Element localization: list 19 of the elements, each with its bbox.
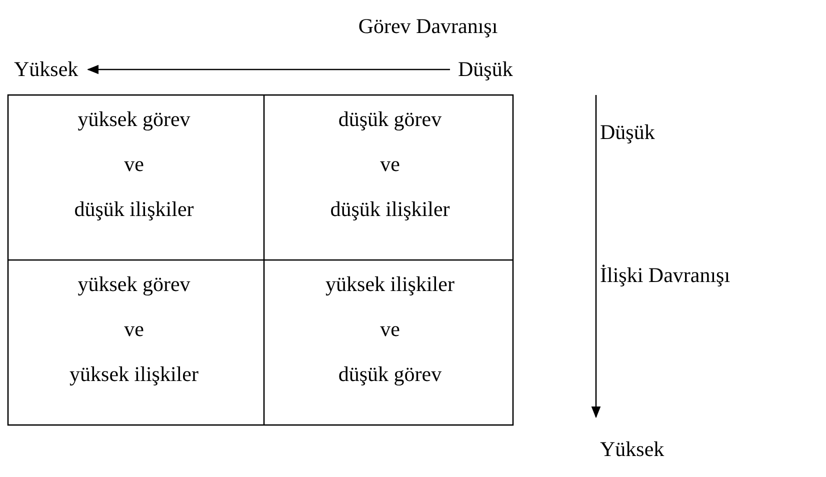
axis-label: Yüksek xyxy=(600,437,664,462)
cell-text: düşük ilişkiler xyxy=(73,197,195,222)
cell-text: düşük görev xyxy=(337,362,443,387)
cell-text: ve xyxy=(379,317,401,342)
cell-text: ve xyxy=(123,317,145,342)
axis-title: Görev Davranışı xyxy=(357,14,499,39)
axis-label: İlişki Davranışı xyxy=(600,263,730,288)
axis-end-label: Düşük xyxy=(458,57,513,82)
cell-text: düşük görev xyxy=(337,107,443,132)
cell-text: yüksek görev xyxy=(76,272,192,297)
axis-label: Düşük xyxy=(600,120,655,145)
arrow xyxy=(87,64,450,74)
cell-text: yüksek ilişkiler xyxy=(68,362,200,387)
cell-text: yüksek görev xyxy=(76,107,192,132)
cell-text: yüksek ilişkiler xyxy=(324,272,456,297)
axis-end-label: Yüksek xyxy=(14,57,78,82)
cell-text: ve xyxy=(379,152,401,177)
cell-text: düşük ilişkiler xyxy=(329,197,451,222)
cell-text: ve xyxy=(123,152,145,177)
